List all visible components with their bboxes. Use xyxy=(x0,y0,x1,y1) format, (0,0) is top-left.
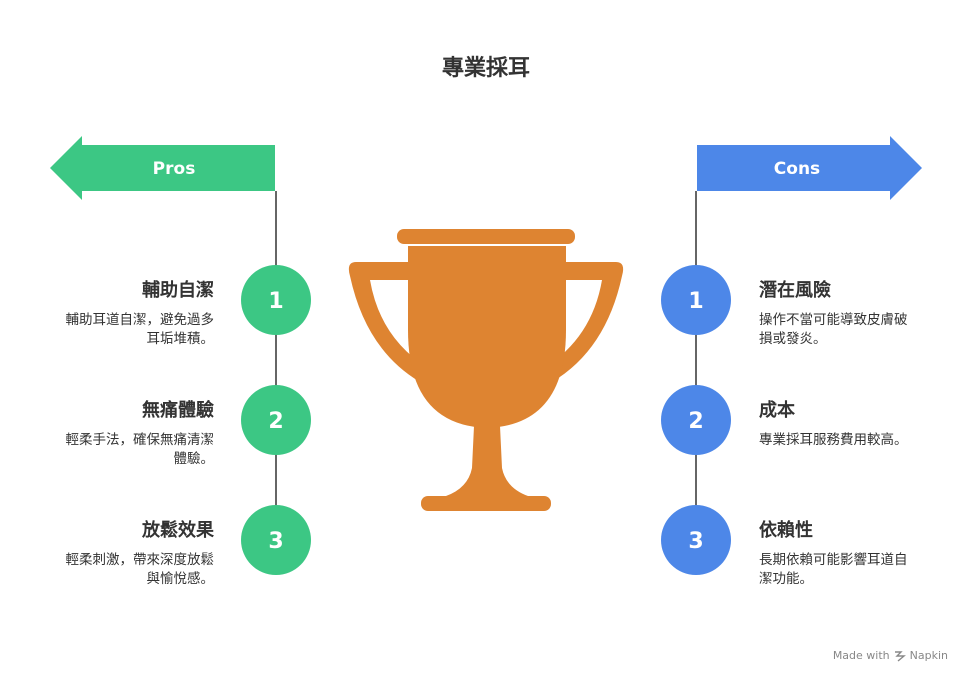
cons-label: Cons xyxy=(774,159,820,179)
cons-arrow: Cons xyxy=(697,136,922,200)
cons-badge-1: 1 xyxy=(661,265,731,335)
cons-item-3-desc: 長期依賴可能影響耳道自潔功能。 xyxy=(759,552,908,587)
pros-badge-number: 1 xyxy=(268,289,283,314)
pros-badge-1: 1 xyxy=(241,265,311,335)
cons-badge-number: 2 xyxy=(688,409,703,434)
cons-item-1-desc: 操作不當可能導致皮膚破損或發炎。 xyxy=(759,312,908,347)
pros-item-1-desc: 輔助耳道自潔，避免過多耳垢堆積。 xyxy=(65,312,215,347)
cons-item-2-title: 成本 xyxy=(759,400,795,421)
napkin-logo-icon xyxy=(894,650,906,662)
pros-item-3-title: 放鬆效果 xyxy=(142,520,214,541)
cons-badge-number: 1 xyxy=(688,289,703,314)
pros-item-1-title: 輔助自潔 xyxy=(142,280,214,301)
made-with-napkin[interactable]: Made with Napkin xyxy=(833,649,948,662)
pros-item-2-desc: 輕柔手法，確保無痛清潔體驗。 xyxy=(65,432,215,467)
pros-item-3-desc: 輕柔刺激，帶來深度放鬆與愉悅感。 xyxy=(65,552,215,587)
cons-badge-2: 2 xyxy=(661,385,731,455)
pros-badge-3: 3 xyxy=(241,505,311,575)
pros-badge-number: 2 xyxy=(268,409,283,434)
trophy-icon xyxy=(348,229,624,511)
cons-item-1-title: 潛在風險 xyxy=(759,280,831,301)
cons-item-2-desc: 專業採耳服務費用較高。 xyxy=(759,432,908,448)
pros-label: Pros xyxy=(153,159,196,179)
cons-item-3-title: 依賴性 xyxy=(759,520,813,541)
cons-badge-3: 3 xyxy=(661,505,731,575)
cons-badge-number: 3 xyxy=(688,529,703,554)
page-title: 專業採耳 xyxy=(441,56,530,81)
pros-item-2-title: 無痛體驗 xyxy=(142,400,214,421)
pros-badge-2: 2 xyxy=(241,385,311,455)
footer-brand: Napkin xyxy=(909,649,948,662)
footer-text: Made with xyxy=(832,649,890,662)
pros-badge-number: 3 xyxy=(268,529,283,554)
pros-arrow: Pros xyxy=(50,136,275,200)
